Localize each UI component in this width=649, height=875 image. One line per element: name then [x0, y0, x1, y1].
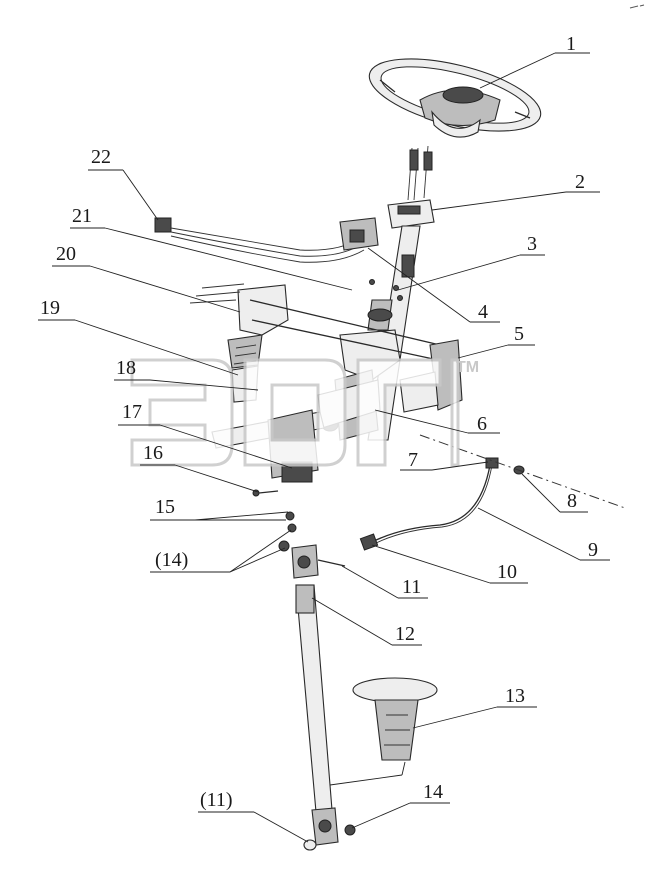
bolts	[252, 489, 297, 552]
callout-8: 8	[521, 473, 588, 513]
callout-label: 12	[395, 623, 415, 645]
callout-2: 2	[431, 171, 600, 211]
callout-label: 19	[40, 297, 60, 319]
callout-label: 3	[527, 233, 537, 255]
callout-10: 10	[371, 544, 528, 584]
callout-17: 17	[118, 401, 293, 469]
steering-wheel	[368, 58, 542, 138]
callout-label: 4	[478, 301, 488, 323]
callout-21: 21	[70, 205, 353, 291]
axis-centerline	[419, 434, 626, 509]
callout-5: 5	[457, 323, 535, 359]
callout-label: 16	[143, 442, 163, 464]
callout-label: 21	[72, 205, 92, 227]
callout-label: 22	[91, 146, 111, 168]
callout-label: 5	[514, 323, 524, 345]
callout-label: 11	[402, 576, 421, 598]
callout-15: 15	[150, 496, 289, 521]
callout-label: 1	[566, 33, 576, 55]
callout-label: 15	[155, 496, 175, 518]
watermark-logo: TM	[130, 358, 479, 467]
callout-4: 4	[367, 247, 500, 323]
callout-label: 18	[116, 357, 136, 379]
callout-12: 12	[311, 597, 422, 646]
callout-label: (14)	[155, 549, 188, 571]
callout-3: 3	[397, 233, 545, 291]
callout-label: 13	[505, 685, 525, 707]
callout-11-repeat: (11)	[198, 789, 309, 843]
callout-label: 2	[575, 171, 585, 193]
callout-14-repeat: (14)	[150, 529, 292, 573]
callout-1: 1	[479, 33, 590, 89]
callout-label: 9	[588, 539, 598, 561]
callout-label: 8	[567, 490, 577, 512]
callout-20: 20	[52, 243, 241, 313]
callout-label: 17	[122, 401, 142, 423]
column-wiring	[407, 145, 433, 201]
wiring-harness	[154, 217, 379, 263]
callout-label: (11)	[200, 789, 233, 811]
callout-16: 16	[140, 442, 259, 493]
callout-22: 22	[88, 146, 159, 221]
dust-boot	[352, 677, 438, 761]
lower-universal-joint	[303, 807, 356, 851]
tilt-cable	[359, 457, 525, 551]
callout-7: 7	[400, 449, 489, 471]
cross-tube	[249, 299, 441, 361]
callout-label: 20	[56, 243, 76, 265]
callout-19: 19	[38, 297, 239, 376]
callout-label: 6	[477, 413, 487, 435]
intermediate-shaft	[295, 584, 333, 813]
callout-label: 10	[497, 561, 517, 583]
callout-6: 6	[374, 409, 500, 435]
callout-9: 9	[477, 507, 610, 561]
callout-18: 18	[114, 357, 259, 391]
callout-label: 7	[408, 449, 418, 471]
small-screws	[189, 279, 403, 304]
callout-13: 13	[329, 685, 537, 786]
upper-universal-joint	[291, 544, 346, 579]
column-switch-bracket	[387, 199, 435, 229]
corner-mark	[629, 4, 645, 9]
callout-label: 14	[423, 781, 443, 803]
watermark-tm: TM	[456, 359, 479, 376]
callout-11: 11	[341, 565, 428, 599]
callout-14: 14	[351, 781, 450, 829]
